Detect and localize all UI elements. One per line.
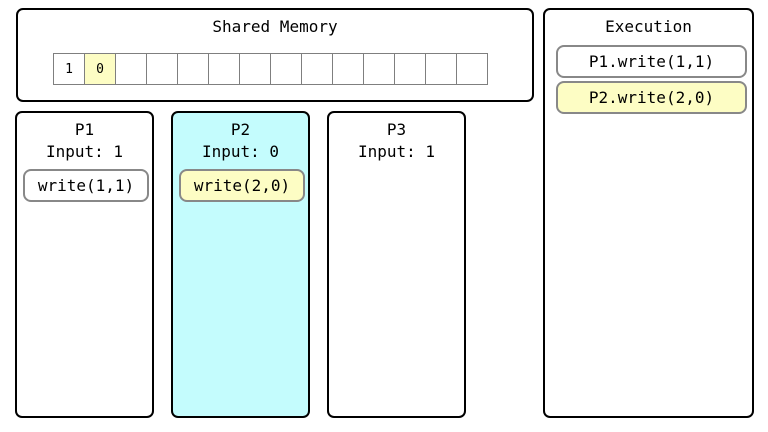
process-op: write(2,0)	[179, 169, 305, 202]
memory-cell	[301, 53, 333, 85]
execution-step: P1.write(1,1)	[556, 45, 747, 78]
execution-panel: Execution P1.write(1,1)P2.write(2,0)	[543, 8, 754, 418]
process-input: Input: 1	[357, 142, 436, 161]
process-name: P1	[74, 120, 95, 139]
execution-step: P2.write(2,0)	[556, 81, 747, 114]
process-ops: write(2,0)	[179, 169, 305, 202]
process-ops: write(1,1)	[23, 169, 149, 202]
process-op: write(1,1)	[23, 169, 149, 202]
shared-memory-title: Shared Memory	[212, 17, 338, 36]
memory-cell	[456, 53, 488, 85]
memory-cell	[146, 53, 178, 85]
memory-cell	[270, 53, 302, 85]
process-input: Input: 0	[201, 142, 280, 161]
process-p2-panel: P2 Input: 0 write(2,0)	[171, 111, 310, 418]
process-name: P3	[386, 120, 407, 139]
process-p1-panel: P1 Input: 1 write(1,1)	[15, 111, 154, 418]
memory-cell	[332, 53, 364, 85]
memory-cell: 1	[53, 53, 85, 85]
memory-cell	[363, 53, 395, 85]
memory-cell	[394, 53, 426, 85]
memory-cell	[208, 53, 240, 85]
process-p3-panel: P3 Input: 1	[327, 111, 466, 418]
execution-title: Execution	[605, 17, 692, 36]
memory-cell	[239, 53, 271, 85]
memory-cell: 0	[84, 53, 116, 85]
process-name: P2	[230, 120, 251, 139]
process-input: Input: 1	[45, 142, 124, 161]
memory-cell	[425, 53, 457, 85]
execution-list: P1.write(1,1)P2.write(2,0)	[556, 45, 747, 117]
memory-cell	[115, 53, 147, 85]
memory-cell	[177, 53, 209, 85]
